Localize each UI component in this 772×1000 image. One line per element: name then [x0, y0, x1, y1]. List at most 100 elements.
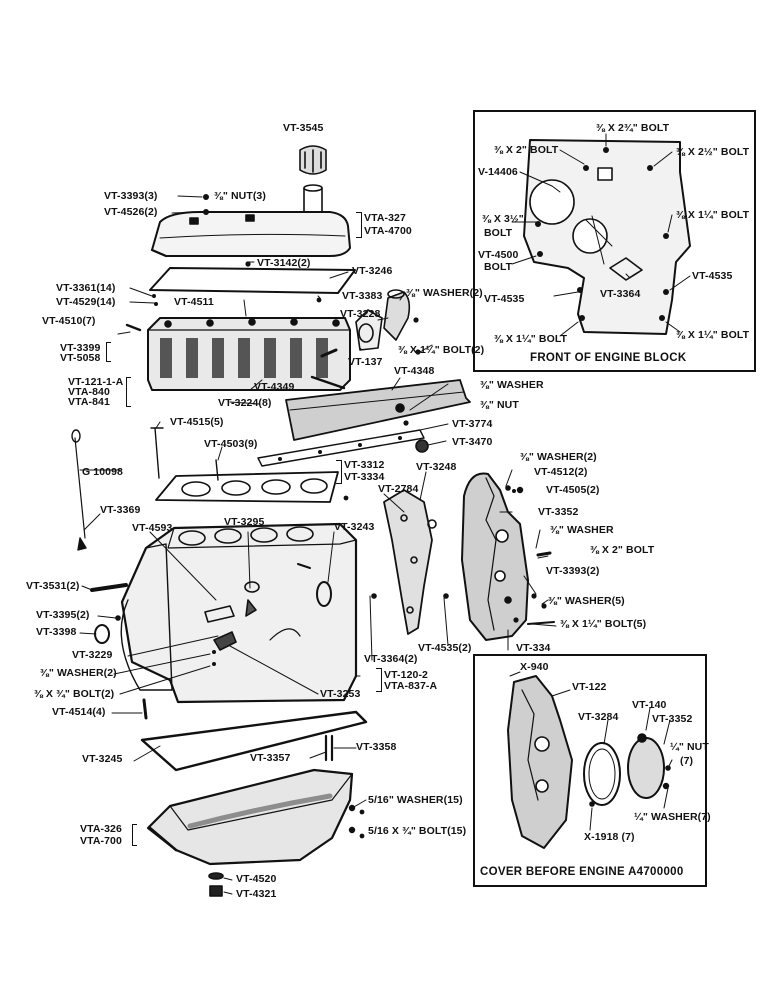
cover-before-engine-frame	[473, 654, 707, 887]
label-vt121: VT-121-1-A	[68, 376, 124, 388]
manifold-drawing	[285, 379, 471, 441]
caption-cover-before-engine: COVER BEFORE ENGINE A4700000	[480, 866, 684, 878]
label-bolt2-top: ⅜ X 1¼" BOLT(2)	[398, 344, 485, 356]
front-label-b5: ⅜ X 1¼" BOLT	[676, 209, 750, 221]
label-vt4535-2: VT-4535(2)	[418, 642, 472, 654]
label-vt3334: VT-3334	[344, 471, 385, 483]
label-bolt5: ⅜ X 1¼" BOLT(5)	[560, 618, 647, 630]
bracket-vt121	[126, 377, 131, 407]
label-vta840: VTA-840	[68, 386, 110, 398]
bracket-vt120	[376, 668, 382, 692]
oil-pan-drawing	[146, 768, 356, 866]
label-vt3395-2: VT-3395(2)	[36, 609, 90, 621]
label-vta327: VTA-327	[364, 212, 406, 224]
bracket-vta327	[356, 212, 362, 238]
front-label-v4535a: VT-4535	[692, 270, 733, 282]
label-vt334: VT-334	[516, 642, 551, 654]
front-label-v4535b: VT-4535	[484, 293, 525, 305]
bracket-vta326	[132, 824, 137, 846]
label-vt4526-2: VT-4526(2)	[104, 206, 158, 218]
label-vt4512-2: VT-4512(2)	[534, 466, 588, 478]
label-vt3253: VT-3253	[320, 688, 361, 700]
caption-front-of-engine-block: FRONT OF ENGINE BLOCK	[530, 352, 687, 364]
label-washer2-right: ⅜" WASHER(2)	[520, 451, 597, 463]
label-bolt15: 5/16 X ¾" BOLT(15)	[368, 825, 467, 837]
oil-filler-cap-drawing	[299, 145, 327, 225]
front-label-b1: ⅜ X 2¾" BOLT	[596, 122, 670, 134]
label-washer-right: ⅜" WASHER	[550, 524, 614, 536]
front-label-b4b: BOLT	[484, 227, 513, 239]
bracket-vt3399	[106, 342, 111, 362]
label-vt3774: VT-3774	[452, 418, 493, 430]
label-vt4514-4: VT-4514(4)	[52, 706, 106, 718]
label-washer2-left: ⅜" WASHER(2)	[40, 667, 117, 679]
label-vta841: VTA-841	[68, 396, 110, 408]
cover-label-nut7: (7)	[680, 755, 694, 767]
cover-label-vt3284: VT-3284	[578, 711, 619, 723]
label-vta700: VTA-700	[80, 835, 122, 847]
label-nut3: ⅜" NUT(3)	[214, 190, 266, 202]
valve-cover-drawing	[150, 211, 351, 258]
label-vt3383: VT-3383	[342, 290, 383, 302]
cover-label-x1918: X-1918 (7)	[584, 831, 635, 843]
front-label-b4a: ⅜ X 3½"	[482, 213, 524, 225]
cover-label-nut: ¼" NUT	[670, 741, 709, 753]
cover-label-x940: X-940	[520, 661, 549, 673]
front-label-b3: ⅜ X 2½" BOLT	[676, 146, 750, 158]
bracket-vt3312	[336, 460, 342, 484]
label-vt3246: VT-3246	[352, 265, 393, 277]
label-vt4321: VT-4321	[236, 888, 277, 900]
label-vt3243: VT-3243	[334, 521, 375, 533]
timing-plate-drawing	[371, 489, 437, 635]
label-vt4349: VT-4349	[254, 381, 295, 393]
head-gasket-drawing	[155, 471, 339, 503]
label-washer2-top: ⅜" WASHER(2)	[406, 287, 483, 299]
label-vt3393-3: VT-3393(3)	[104, 190, 158, 202]
label-vt4511: VT-4511	[174, 296, 214, 308]
label-vt120: VT-120-2	[384, 669, 428, 681]
label-washer5: ⅜" WASHER(5)	[548, 595, 625, 607]
studs-drawing	[71, 323, 346, 762]
label-vt3224-8: VT-3224(8)	[218, 397, 272, 409]
label-vt5058: VT-5058	[60, 352, 101, 364]
cover-label-vt140: VT-140	[632, 699, 667, 711]
cover-inset-drawing	[507, 671, 673, 849]
label-vt4515-5: VT-4515(5)	[170, 416, 224, 428]
front-label-v14406: V-14406	[478, 166, 518, 178]
label-vt3470: VT-3470	[452, 436, 493, 448]
hardware-dots	[152, 194, 547, 839]
label-vt3399: VT-3399	[60, 342, 101, 354]
cover-label-washer7: ¼" WASHER(7)	[634, 811, 711, 823]
label-vt3545: VT-3545	[283, 122, 324, 134]
label-nut-mid: ⅜" NUT	[480, 399, 519, 411]
label-vta326: VTA-326	[80, 823, 122, 835]
label-vt3352: VT-3352	[538, 506, 579, 518]
label-vt3245: VT-3245	[82, 753, 123, 765]
label-vt3393-2: VT-3393(2)	[546, 565, 600, 577]
cover-label-vt3352: VT-3352	[652, 713, 693, 725]
label-vt137: VT-137	[348, 356, 383, 368]
label-vt4348: VT-4348	[394, 365, 435, 377]
timing-cover-drawing	[443, 472, 555, 641]
front-label-v3364: VT-3364	[600, 288, 641, 300]
label-vt4503-9: VT-4503(9)	[204, 438, 258, 450]
label-vt4505-2: VT-4505(2)	[546, 484, 600, 496]
front-label-b6: ⅜ X 1¼" BOLT	[494, 333, 568, 345]
label-vt3398: VT-3398	[36, 626, 77, 638]
label-vt3312: VT-3312	[344, 459, 385, 471]
label-vta837: VTA-837-A	[384, 680, 438, 692]
label-vt4593: VT-4593	[132, 522, 173, 534]
front-label-b2: ⅜ X 2" BOLT	[494, 144, 559, 156]
label-vt3229: VT-3229	[72, 649, 113, 661]
label-washer-mid: ⅜" WASHER	[480, 379, 544, 391]
label-vt3248: VT-3248	[416, 461, 457, 473]
label-vt4529-14: VT-4529(14)	[56, 296, 116, 308]
label-vt2784: VT-2784	[378, 483, 419, 495]
drain-plug-drawing	[208, 872, 224, 897]
engine-block-drawing	[94, 522, 358, 704]
front-label-v4500a: VT-4500	[478, 249, 519, 261]
label-vt3142-2: VT-3142(2)	[257, 257, 311, 269]
label-vt3369: VT-3369	[100, 504, 141, 516]
